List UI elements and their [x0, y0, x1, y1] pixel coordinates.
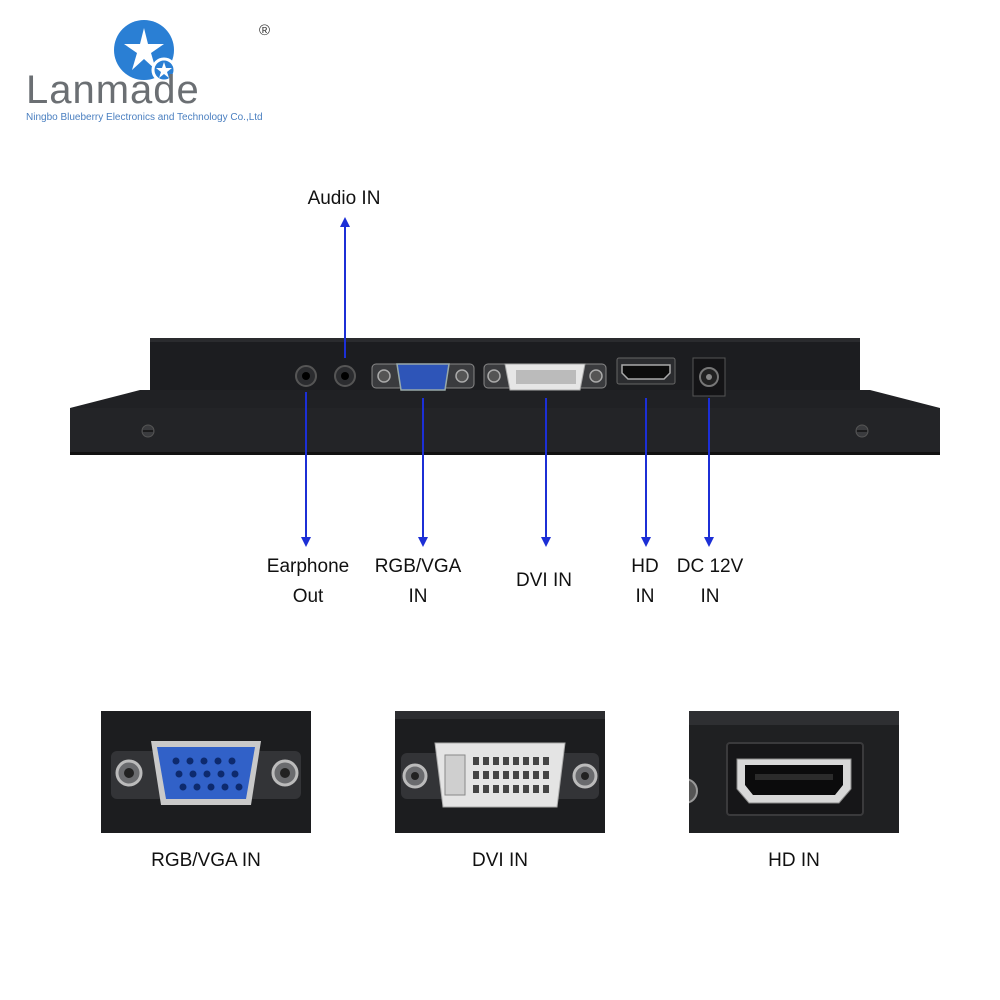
- closeup-vga: [101, 711, 311, 833]
- hdmi-port-icon: [616, 357, 676, 385]
- label-earphone-out-line2: Out: [292, 586, 324, 607]
- dc-jack-icon: [692, 357, 726, 397]
- callout-arrows: [301, 217, 714, 547]
- label-dc-in-line2: IN: [700, 586, 720, 607]
- closeup-label-vga: RGB/VGA IN: [151, 850, 261, 871]
- logo-brand: Lanmade: [26, 68, 200, 112]
- registered-mark: ®: [259, 22, 271, 39]
- screw-icon: [855, 424, 869, 438]
- closeup-dvi: [395, 711, 605, 833]
- dvi-port-icon: [483, 363, 607, 391]
- logo-mark-icon: [114, 20, 177, 83]
- label-rgb-vga-in-line2: IN: [408, 586, 428, 607]
- label-earphone-out-line1: Earphone: [266, 556, 350, 577]
- screw-icon: [141, 424, 155, 438]
- label-audio-in: Audio IN: [307, 188, 381, 209]
- label-hd-in-line2: IN: [635, 586, 655, 607]
- vga-port-icon: [101, 711, 311, 833]
- label-earphone-out: Earphone Out: [248, 552, 368, 612]
- closeup-hdmi: [689, 711, 899, 833]
- closeup-label-hdmi: HD IN: [768, 850, 820, 871]
- label-dc-in-line1: DC 12V: [676, 556, 744, 577]
- hdmi-port-icon: [689, 711, 899, 833]
- logo-company: Ningbo Blueberry Electronics and Technol…: [26, 112, 263, 123]
- label-dvi-in: DVI IN: [516, 570, 572, 591]
- label-rgb-vga-in-line1: RGB/VGA: [374, 556, 462, 577]
- label-dc-in: DC 12V IN: [665, 552, 755, 612]
- earphone-jack-icon: [295, 365, 317, 387]
- logo: ® Lanmade Ningbo Blueberry Electronics a…: [0, 0, 300, 130]
- audio-jack-icon: [334, 365, 356, 387]
- monitor-rear-panel: [70, 338, 940, 455]
- label-hd-in-line1: HD: [631, 556, 659, 577]
- vga-port-icon: [371, 363, 475, 391]
- closeup-label-dvi: DVI IN: [472, 850, 528, 871]
- label-hd-in: HD IN: [605, 552, 685, 612]
- dvi-port-icon: [395, 711, 605, 833]
- label-rgb-vga-in: RGB/VGA IN: [358, 552, 478, 612]
